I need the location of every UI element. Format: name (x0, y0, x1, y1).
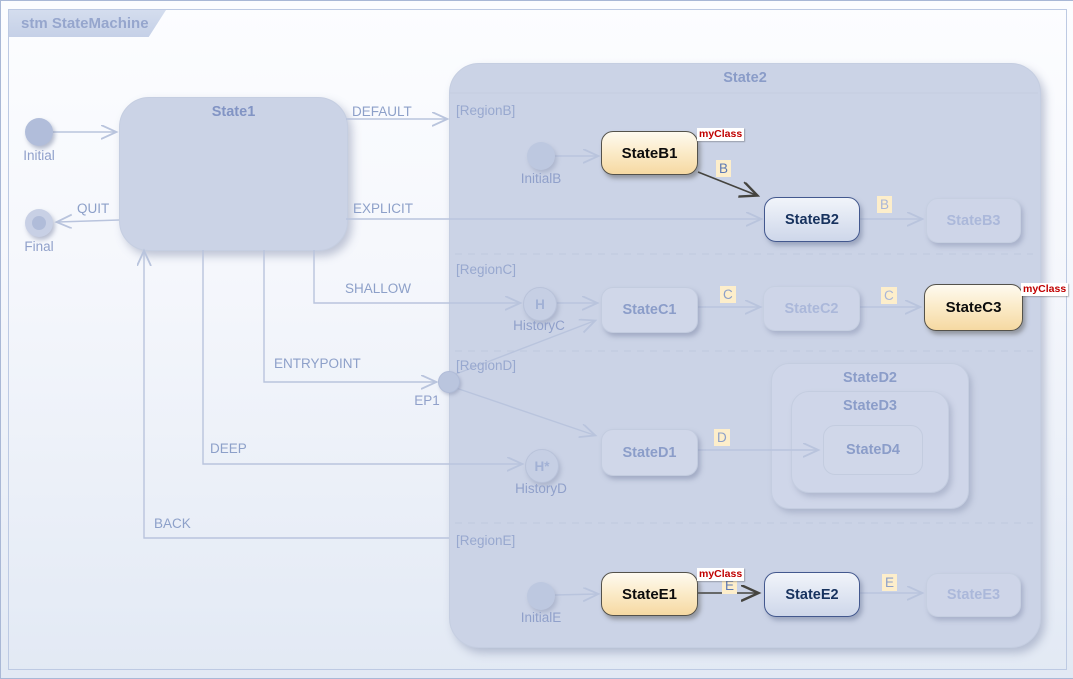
ep1-entrypoint-node[interactable] (438, 371, 460, 393)
stateb1-title: StateB1 (621, 144, 678, 162)
historyd-label: HistoryD (515, 481, 567, 496)
state-statee3[interactable]: StateE3 (926, 573, 1021, 617)
frame-title: stm StateMachine (21, 15, 149, 32)
explicit-transition-label: EXPLICIT (353, 201, 414, 216)
stateb3-title: StateB3 (946, 212, 1001, 229)
state-stateb2[interactable]: StateB2 (764, 197, 860, 242)
historyc-symbol: H (535, 296, 545, 312)
initial-label: Initial (23, 148, 55, 163)
state-stateb3[interactable]: StateB3 (926, 198, 1021, 243)
entrypoint-transition-label: ENTRYPOINT (274, 356, 361, 371)
initiale-node[interactable] (527, 582, 555, 610)
trigger-b-stateb1: B (716, 160, 732, 177)
transition-back[interactable] (144, 252, 449, 539)
historyc-label: HistoryC (513, 318, 565, 333)
stereotype-myclass-statec3: myClass (1021, 283, 1069, 296)
stated4-title: StateD4 (846, 442, 900, 458)
statee1-title: StateE1 (621, 585, 678, 603)
regiond-label: [RegionD] (456, 358, 517, 373)
transition-quit[interactable] (58, 220, 120, 222)
state-statee1[interactable]: StateE1 (601, 572, 698, 616)
state-statee2[interactable]: StateE2 (764, 572, 860, 617)
transition-b-stateb1-to-stateb2[interactable] (697, 171, 756, 195)
regionc-label: [RegionC] (456, 262, 517, 277)
transition-deep[interactable] (202, 250, 521, 464)
final-node-dot (32, 216, 46, 230)
state-stated4[interactable]: StateD4 (823, 425, 923, 475)
statec3-title: StateC3 (945, 299, 1002, 316)
initiale-label: InitialE (520, 610, 562, 625)
state-statec3[interactable]: StateC3 (924, 284, 1023, 331)
statee2-title: StateE2 (785, 586, 839, 603)
regione-label: [RegionE] (456, 533, 516, 548)
ep1-label: EP1 (414, 393, 440, 408)
state2-title: State2 (723, 70, 767, 86)
trigger-e-statee2: E (882, 574, 898, 591)
back-transition-label: BACK (154, 516, 191, 531)
quit-transition-label: QUIT (77, 201, 110, 216)
stated1-title: StateD1 (622, 444, 677, 461)
final-label: Final (24, 239, 54, 254)
trigger-b-stateb2: B (877, 196, 893, 213)
transition-initiale-to-statee1[interactable] (554, 594, 597, 595)
stated3-title: StateD3 (843, 398, 897, 414)
statec1-title: StateC1 (622, 302, 677, 318)
shallow-transition-label: SHALLOW (345, 281, 412, 296)
trigger-c-statec2: C (881, 287, 897, 304)
statec2-title: StateC2 (784, 300, 839, 317)
transition-entrypoint[interactable] (263, 250, 435, 382)
initialb-node[interactable] (527, 142, 555, 170)
statee3-title: StateE3 (946, 587, 1001, 603)
historyd-node[interactable]: H* (525, 449, 559, 483)
stereotype-myclass-stateb1: myClass (697, 128, 745, 141)
diagram-frame-tab: stm StateMachine (9, 10, 166, 37)
transition-ep1-to-stated1[interactable] (455, 387, 594, 435)
initialb-label: InitialB (520, 171, 562, 186)
state-stateb1[interactable]: StateB1 (601, 131, 698, 175)
state-state1[interactable]: State1 (119, 97, 348, 251)
trigger-d-stated1: D (714, 429, 730, 446)
state-statec2[interactable]: StateC2 (763, 286, 860, 331)
final-node[interactable] (25, 209, 53, 237)
initial-node[interactable] (25, 118, 53, 146)
default-transition-label: DEFAULT (352, 104, 412, 119)
deep-transition-label: DEEP (210, 441, 247, 456)
stateb2-title: StateB2 (785, 211, 839, 228)
stereotype-myclass-statee1: myClass (697, 568, 745, 581)
state-stated1[interactable]: StateD1 (601, 429, 698, 476)
stated2-title: StateD2 (843, 370, 897, 386)
historyd-symbol: H* (534, 458, 550, 474)
trigger-c-statec1: C (720, 286, 736, 303)
diagram-frame-border (8, 9, 1067, 670)
transition-ep1-to-statec1[interactable] (455, 321, 594, 375)
trigger-e-statee1: E (722, 577, 738, 594)
state-statec1[interactable]: StateC1 (601, 287, 698, 333)
historyc-node[interactable]: H (523, 287, 557, 321)
transition-shallow[interactable] (313, 250, 519, 303)
regionb-label: [RegionB] (456, 103, 516, 118)
state1-title: State1 (211, 104, 256, 120)
